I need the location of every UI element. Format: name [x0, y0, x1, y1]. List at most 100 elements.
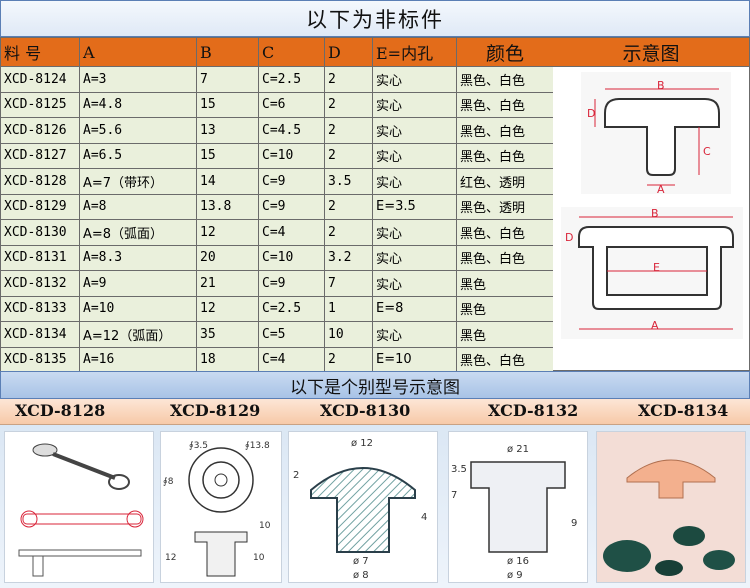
- col-header-e: E=内孔: [372, 37, 457, 67]
- label-10: 10: [259, 521, 271, 531]
- model-label-8128: XCD-8128: [15, 401, 106, 420]
- profile-view: [18, 549, 142, 557]
- cell-part-no: XCD-8124: [0, 66, 80, 93]
- cell-a: A=3: [79, 66, 197, 93]
- cell-part-no: XCD-8129: [0, 193, 80, 220]
- model-label-8132: XCD-8132: [488, 401, 579, 420]
- model-photo-row: ∮3.5 ∮13.8 ∮8 10 12 10 ø 12 2 4: [0, 425, 750, 588]
- cell-part-no: XCD-8126: [0, 117, 80, 144]
- cell-a: A=8.3: [79, 244, 197, 271]
- cell-b: 13: [196, 117, 259, 144]
- label-h3-5: 3.5: [451, 464, 467, 475]
- cell-part-no: XCD-8135: [0, 346, 80, 373]
- t-plug-outline: [604, 98, 720, 176]
- label-d8: ∮8: [163, 477, 174, 487]
- cell-b: 35: [196, 321, 259, 348]
- dim-label-e: E: [653, 261, 660, 274]
- section-subtitle: 以下是个别型号示意图: [0, 371, 750, 399]
- label-d13-8: ∮13.8: [245, 441, 270, 451]
- bore-circle: [214, 473, 228, 487]
- cell-part-no: XCD-8131: [0, 244, 80, 271]
- cell-d: 2: [324, 117, 373, 144]
- t-plug-diagram: B D C A: [581, 72, 731, 196]
- cell-a: A=9: [79, 270, 197, 297]
- dim-label-a2: A: [651, 319, 659, 332]
- label-d8b: ø 8: [353, 570, 369, 581]
- outer-circle: [188, 447, 254, 513]
- cell-e: E=3.5: [372, 193, 457, 220]
- label-h7: 7: [451, 490, 457, 501]
- cell-c: C=2.5: [258, 66, 325, 93]
- cell-c: C=2.5: [258, 295, 325, 322]
- plug-photo-2: [673, 526, 705, 546]
- cell-e: 实心: [372, 66, 457, 93]
- cell-color: 黑色、白色: [456, 91, 554, 118]
- xcd-8130-drawing: ø 12 2 4 ø 7 ø 8: [293, 438, 427, 581]
- cell-d: 10: [324, 321, 373, 348]
- cell-a: A=5.6: [79, 117, 197, 144]
- label-h12: 12: [165, 553, 176, 563]
- cell-color: 红色、透明: [456, 168, 554, 195]
- section-view: [194, 531, 248, 577]
- cell-color: 黑色、白色: [456, 117, 554, 144]
- col-header-color: 颜色: [456, 37, 554, 67]
- cell-b: 12: [196, 295, 259, 322]
- cell-b: 7: [196, 66, 259, 93]
- model-label-8130: XCD-8130: [320, 401, 411, 420]
- xcd-8129-drawing: ∮3.5 ∮13.8 ∮8 10 12 10: [163, 441, 271, 577]
- cell-part-no: XCD-8130: [0, 219, 80, 246]
- model-label-8134: XCD-8134: [638, 401, 729, 420]
- cell-part-no: XCD-8127: [0, 142, 80, 169]
- label-h4: 4: [421, 512, 427, 523]
- cell-d: 2: [324, 219, 373, 246]
- cell-e: E=10: [372, 346, 457, 373]
- cell-a: A=6.5: [79, 142, 197, 169]
- col-header-part-no: 料 号: [0, 37, 80, 67]
- cell-e: 实心: [372, 321, 457, 348]
- ring: [108, 474, 130, 490]
- plug-head: [32, 443, 58, 457]
- plug-section: [470, 461, 566, 553]
- photo-xcd-8129: ∮3.5 ∮13.8 ∮8 10 12 10: [160, 431, 282, 583]
- dim-label-b2: B: [651, 207, 659, 220]
- cell-color: 黑色、白色: [456, 244, 554, 271]
- cell-c: C=9: [258, 168, 325, 195]
- col-header-c: C: [258, 37, 325, 67]
- cell-color: 黑色: [456, 295, 554, 322]
- xcd-8132-drawing: ø 21 3.5 7 9 ø 16 ø 9: [451, 444, 577, 581]
- dim-label-d: D: [587, 107, 595, 120]
- cell-c: C=10: [258, 142, 325, 169]
- dim-label-a: A: [657, 183, 665, 196]
- plug-photo-1: [603, 540, 651, 572]
- arc-plug-section: [310, 467, 416, 553]
- model-label-bar: XCD-8128 XCD-8129 XCD-8130 XCD-8132 XCD-…: [0, 399, 750, 425]
- page-title: 以下为非标件: [0, 0, 750, 37]
- label-h9: 9: [571, 518, 577, 529]
- dim-label-d2: D: [565, 231, 573, 244]
- label-h10: 10: [253, 553, 265, 563]
- cell-color: 黑色、白色: [456, 346, 554, 373]
- cell-b: 20: [196, 244, 259, 271]
- hollow-plug-diagram: B D E A: [561, 207, 743, 339]
- cell-c: C=9: [258, 270, 325, 297]
- hollow-plug-outline: [578, 226, 734, 310]
- cell-c: C=4: [258, 346, 325, 373]
- cell-color: 黑色: [456, 270, 554, 297]
- label-d3-5: ∮3.5: [189, 441, 208, 451]
- col-header-diagram: 示意图: [553, 38, 749, 67]
- cell-b: 14: [196, 168, 259, 195]
- cell-d: 3.2: [324, 244, 373, 271]
- model-label-8129: XCD-8129: [170, 401, 261, 420]
- cell-color: 黑色、白色: [456, 66, 554, 93]
- cell-a: A=8: [79, 193, 197, 220]
- cell-b: 15: [196, 142, 259, 169]
- cell-a: A=8（弧面）: [79, 219, 197, 246]
- photo-xcd-8130: ø 12 2 4 ø 7 ø 8: [288, 431, 438, 583]
- cell-d: 7: [324, 270, 373, 297]
- end-circle-right: [126, 510, 144, 528]
